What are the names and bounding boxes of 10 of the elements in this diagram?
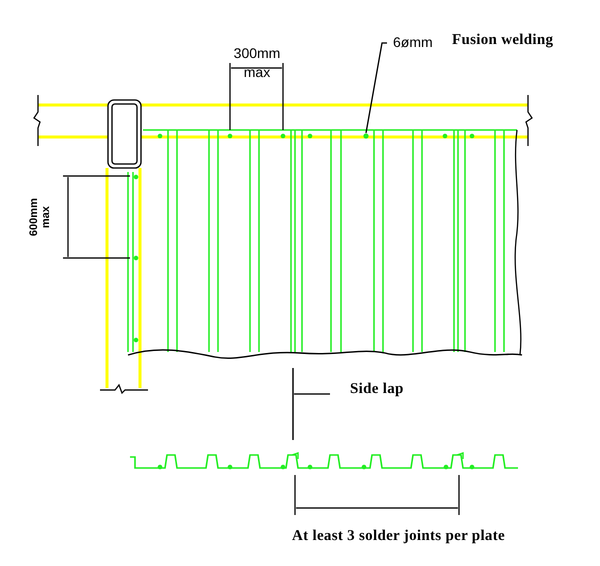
leader-label: Side lap [350,381,404,397]
note-text: Fusion welding [452,32,554,48]
dimension-label: 600mm max [28,197,52,238]
leader-line [365,42,387,134]
note-text: At least 3 solder joints per plate [292,528,505,544]
dimension-label: 300mm max [232,44,282,82]
weld-dot [363,133,369,139]
side-lap-line [292,368,294,440]
leader-label: 6ømm [393,34,433,50]
leader-line [294,393,330,395]
